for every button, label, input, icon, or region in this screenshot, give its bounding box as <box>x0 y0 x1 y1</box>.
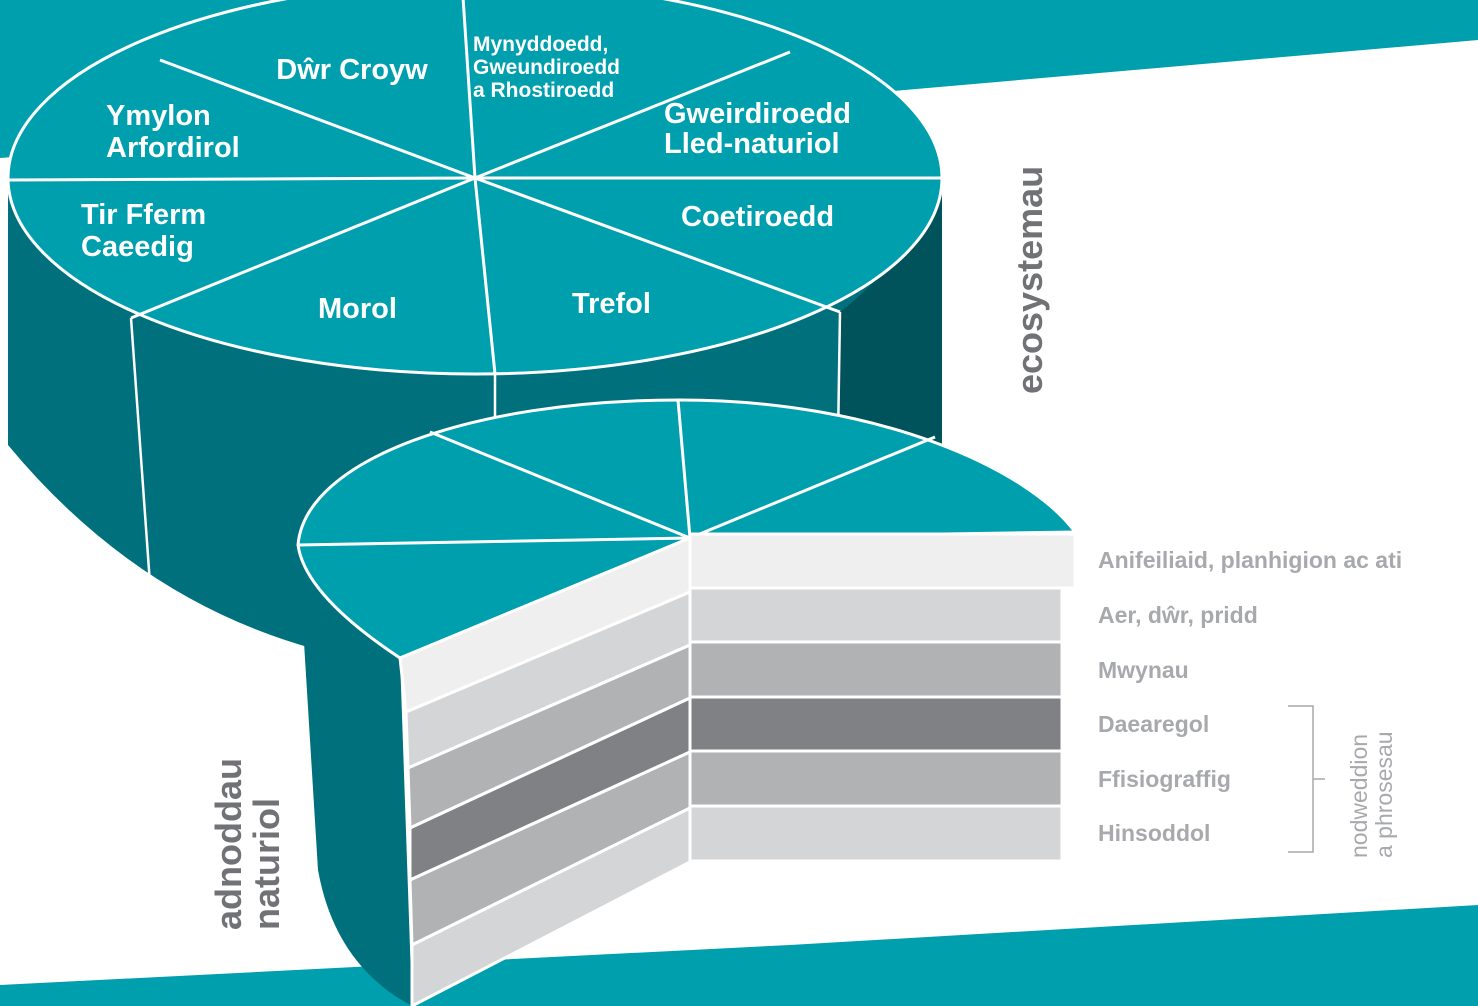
resources-right-layers <box>688 532 1077 863</box>
layer-label-climatic: Hinsoddol <box>1098 820 1210 846</box>
bottom-band <box>0 905 1478 1006</box>
bracket-label: nodweddiona phrosesau <box>1346 731 1397 858</box>
right-layer-3 <box>688 640 1064 699</box>
layer-labels: Anifeiliaid, planhigion ac ati Aer, dŵr,… <box>1098 547 1402 846</box>
right-layer-4 <box>688 695 1064 753</box>
segment-label-urban: Trefol <box>572 288 651 320</box>
bracket <box>1288 705 1325 853</box>
right-layer-2 <box>688 586 1064 644</box>
segment-label-freshwater: Dŵr Croyw <box>276 54 428 86</box>
resources-cylinder-top <box>296 398 1078 660</box>
layer-label-minerals: Mwynau <box>1098 657 1189 683</box>
segment-label-woodland: Coetiroedd <box>681 201 834 233</box>
right-layer-1 <box>688 532 1077 590</box>
right-layer-5 <box>688 749 1064 808</box>
right-layer-6 <box>688 804 1064 863</box>
resources-left-layers <box>398 535 692 1006</box>
ecosystem-segment-dividers <box>7 0 942 375</box>
layer-label-air-water-soil: Aer, dŵr, pridd <box>1098 602 1258 628</box>
segment-label-marine: Morol <box>318 293 397 325</box>
resources-top-dividers <box>297 399 936 547</box>
layer-label-geological: Daearegol <box>1098 711 1209 737</box>
resources-cylinder-side <box>298 545 412 1006</box>
resources-cylinder <box>296 398 1078 1006</box>
resources-title: adnoddaunaturiol <box>208 758 287 930</box>
layer-label-physiographic: Ffisiograffig <box>1098 766 1231 792</box>
layer-label-animals-plants: Anifeiliaid, planhigion ac ati <box>1098 547 1402 573</box>
ecosystems-title: ecosystemau <box>1009 166 1050 394</box>
